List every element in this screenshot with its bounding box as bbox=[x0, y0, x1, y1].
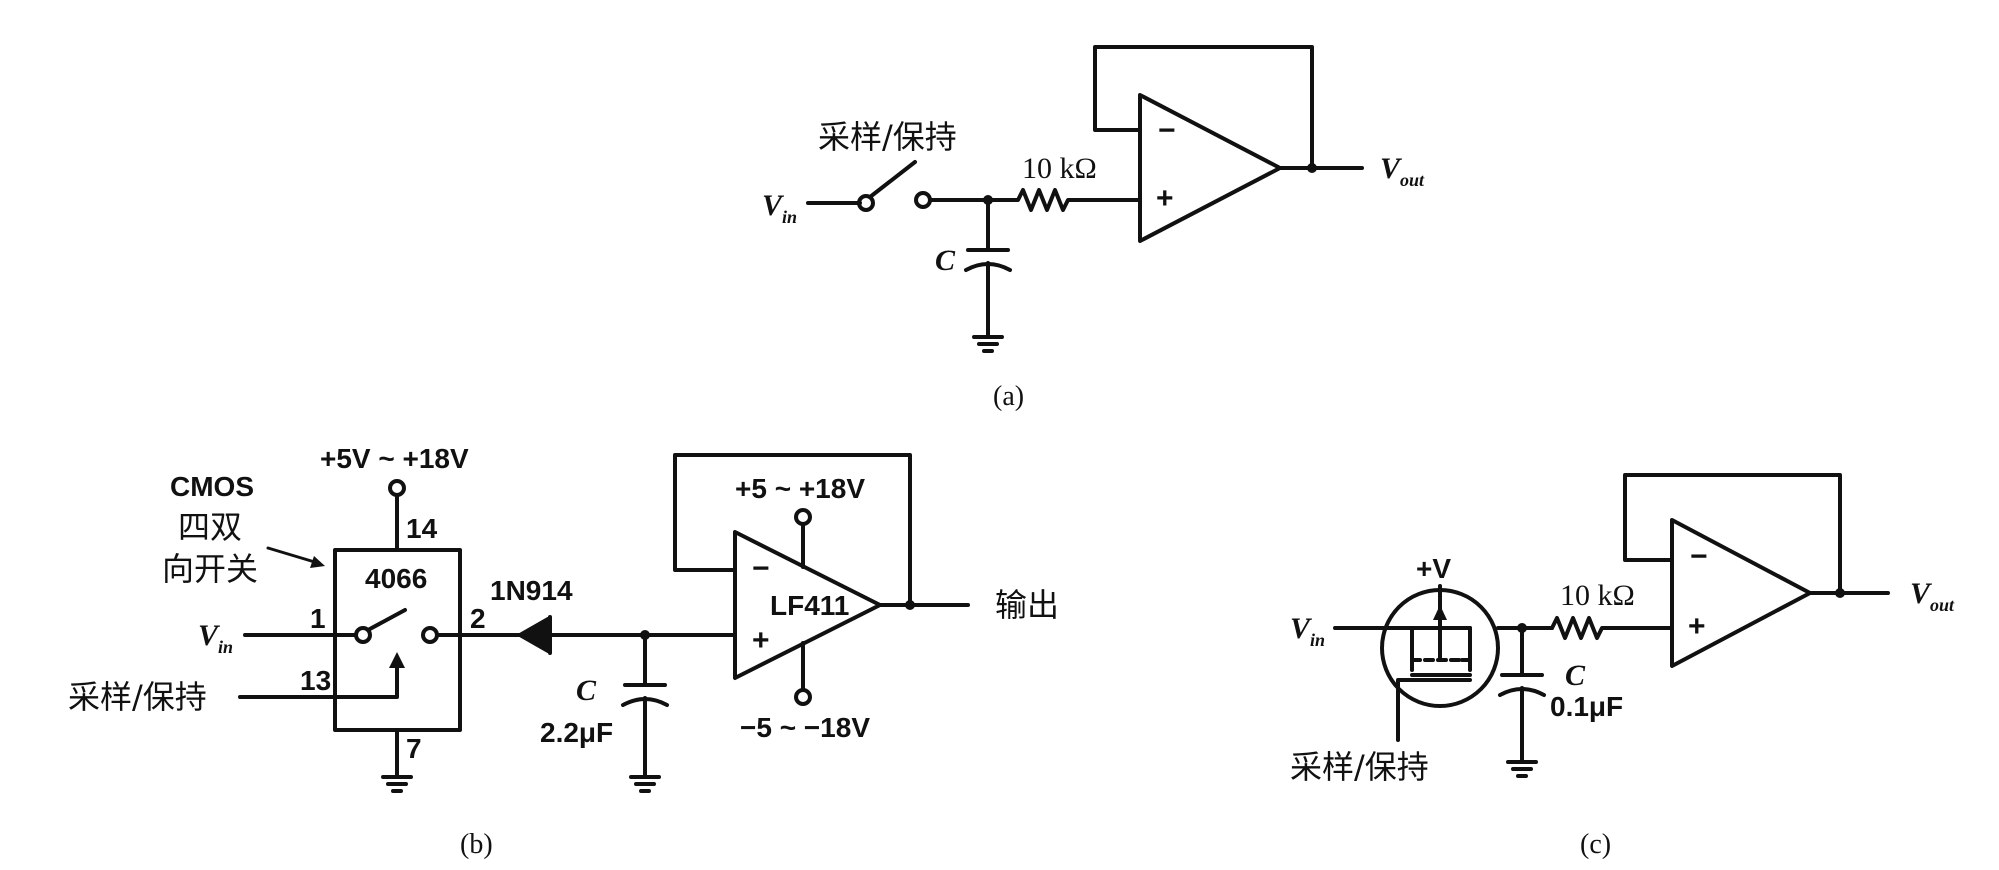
b-feedback-wire bbox=[673, 453, 912, 607]
a-opamp bbox=[1138, 93, 1282, 243]
circuit-c: Vin +V 采样/保持 10 kΩ C 0.1μF bbox=[1290, 473, 1955, 860]
a-switch-blade bbox=[868, 160, 917, 199]
b-output-label: 输出 bbox=[995, 586, 1059, 624]
b-cmos-label: CMOS bbox=[170, 471, 254, 502]
c-output-dot bbox=[1835, 588, 1845, 598]
b-pos-supply-terminal bbox=[794, 508, 812, 526]
b-control-arrowhead bbox=[389, 652, 405, 668]
b-switch-contact-1 bbox=[354, 626, 372, 644]
a-vin-label: Vin bbox=[762, 189, 797, 227]
a-ground-icon bbox=[972, 335, 1004, 353]
c-opamp-minus: − bbox=[1690, 540, 1708, 573]
c-control-wire bbox=[1396, 678, 1472, 742]
b-output-dot bbox=[905, 600, 915, 610]
b-pin7: 7 bbox=[406, 733, 422, 764]
a-switch-label: 采样/保持 bbox=[818, 118, 957, 156]
b-pin2: 2 bbox=[470, 603, 486, 634]
c-opamp bbox=[1670, 518, 1812, 668]
a-feedback-wire bbox=[1093, 45, 1314, 170]
circuit-b: +5V ~ +18V 14 CMOS 四双 向开关 4066 Vin 1 2 采… bbox=[68, 443, 1059, 860]
b-opamp-plus: + bbox=[752, 624, 770, 657]
b-neg-supply-terminal bbox=[794, 688, 812, 706]
b-vin-label: Vin bbox=[198, 619, 233, 657]
a-switch-contact-1 bbox=[857, 194, 875, 212]
c-vin-label: Vin bbox=[1290, 612, 1325, 650]
b-chip-label: 4066 bbox=[365, 563, 427, 594]
c-resistor bbox=[1520, 616, 1674, 640]
c-resistor-label: 10 kΩ bbox=[1560, 579, 1635, 612]
c-caption: (c) bbox=[1580, 829, 1611, 860]
c-opamp-plus: + bbox=[1688, 610, 1706, 643]
b-cap-ground-icon bbox=[629, 775, 661, 793]
b-neg-supply-label: −5 ~ −18V bbox=[740, 712, 870, 743]
b-cmos-arrowhead bbox=[310, 556, 325, 568]
a-output-dot bbox=[1307, 163, 1317, 173]
a-opamp-minus: − bbox=[1158, 114, 1176, 147]
a-resistor-label: 10 kΩ bbox=[1022, 152, 1097, 185]
b-sh-label: 采样/保持 bbox=[68, 678, 207, 716]
c-ground-icon bbox=[1506, 760, 1538, 778]
c-cap-value: 0.1μF bbox=[1550, 691, 1623, 722]
a-resistor bbox=[986, 188, 1142, 212]
circuit-a: Vin 采样/保持 10 kΩ C − + Vout (a) bbox=[762, 45, 1425, 412]
b-chip-ground-icon bbox=[381, 775, 413, 793]
b-caption: (b) bbox=[460, 829, 493, 860]
b-pin1: 1 bbox=[310, 603, 326, 634]
b-pin13: 13 bbox=[300, 665, 331, 696]
b-pin14: 14 bbox=[406, 513, 438, 544]
b-pos-supply-label: +5 ~ +18V bbox=[735, 473, 865, 504]
b-cap-label: C bbox=[576, 674, 597, 707]
b-supply-label: +5V ~ +18V bbox=[320, 443, 469, 474]
a-cap-label: C bbox=[935, 244, 956, 277]
b-opamp-minus: − bbox=[752, 552, 770, 585]
b-switch-contact-2 bbox=[421, 626, 439, 644]
c-cap-label: C bbox=[1565, 659, 1586, 692]
b-cmos-arrow bbox=[266, 546, 320, 565]
b-switch-blade bbox=[366, 608, 407, 632]
b-cmos-label-2: 四双 bbox=[178, 508, 242, 546]
a-opamp-plus: + bbox=[1156, 182, 1174, 215]
c-sh-label: 采样/保持 bbox=[1290, 748, 1429, 786]
b-control-wire bbox=[238, 663, 399, 699]
a-caption: (a) bbox=[993, 381, 1024, 412]
c-gate-supply-label: +V bbox=[1416, 553, 1451, 584]
b-cap-value: 2.2μF bbox=[540, 717, 613, 748]
b-cmos-label-3: 向开关 bbox=[162, 550, 258, 588]
c-feedback-wire bbox=[1623, 473, 1842, 595]
b-diode-body bbox=[518, 617, 550, 653]
b-diode-label: 1N914 bbox=[490, 575, 573, 606]
b-opamp-label: LF411 bbox=[770, 590, 849, 621]
a-switch-contact-2 bbox=[914, 191, 932, 209]
c-vout-label: Vout bbox=[1910, 577, 1955, 615]
c-mosfet-icon bbox=[1410, 598, 1472, 677]
a-vout-label: Vout bbox=[1380, 152, 1425, 190]
b-opamp bbox=[733, 530, 882, 680]
b-supply-terminal bbox=[388, 479, 406, 497]
